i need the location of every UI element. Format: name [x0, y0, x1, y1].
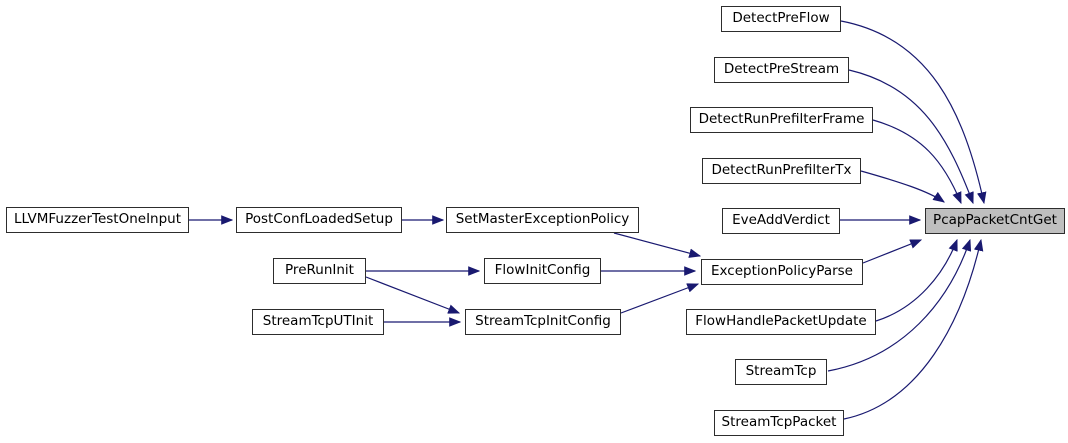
edge-streamtcp-to-pcappacketcntget: [827, 238, 972, 372]
edge-streamtcpinitconfig-to-exceptionpolicyparse: [620, 283, 700, 314]
node-detectrunprefiltertx[interactable]: DetectRunPrefilterTx: [702, 158, 861, 184]
node-eveaddverdict[interactable]: EveAddVerdict: [722, 208, 840, 234]
node-pcappacketcntget: PcapPacketCntGet: [925, 208, 1065, 234]
node-streamtcp[interactable]: StreamTcp: [735, 359, 827, 385]
node-setmasterexceptionpolicy[interactable]: SetMasterExceptionPolicy: [446, 207, 639, 233]
node-streamtcppacket[interactable]: StreamTcpPacket: [714, 410, 844, 436]
node-exceptionpolicyparse[interactable]: ExceptionPolicyParse: [701, 259, 863, 285]
edge-detectrunprefilterframe-to-pcappacketcntget: [872, 119, 962, 205]
edge-preruninit-to-streamtcpinitconfig: [365, 276, 461, 314]
edge-detectrunprefiltertx-to-pcappacketcntget: [860, 170, 945, 203]
node-flowinitconfig[interactable]: FlowInitConfig: [484, 258, 601, 284]
edge-detectprestream-to-pcappacketcntget: [848, 69, 974, 205]
edge-flowhandlepacketupdate-to-pcappacketcntget: [875, 238, 958, 322]
node-streamtcpinitconfig[interactable]: StreamTcpInitConfig: [465, 309, 621, 335]
edge-exceptionpolicyparse-to-pcappacketcntget: [862, 239, 923, 264]
node-detectpreflow[interactable]: DetectPreFlow: [721, 6, 841, 32]
node-preruninit[interactable]: PreRunInit: [273, 258, 366, 284]
node-postconfloadedsetup[interactable]: PostConfLoadedSetup: [236, 207, 402, 233]
node-detectrunprefilterframe[interactable]: DetectRunPrefilterFrame: [690, 107, 873, 133]
node-flowhandlepacketupdate[interactable]: FlowHandlePacketUpdate: [686, 309, 876, 335]
edge-setmasterexceptionpolicy-to-exceptionpolicyparse: [613, 232, 702, 258]
edge-detectpreflow-to-pcappacketcntget: [840, 20, 987, 205]
node-streamtcputinit[interactable]: StreamTcpUTInit: [252, 309, 384, 335]
edge-streamtcppacket-to-pcappacketcntget: [843, 238, 984, 420]
node-detectprestream[interactable]: DetectPreStream: [714, 57, 849, 83]
node-llvmfuzzertestoneinput[interactable]: LLVMFuzzerTestOneInput: [6, 207, 189, 233]
